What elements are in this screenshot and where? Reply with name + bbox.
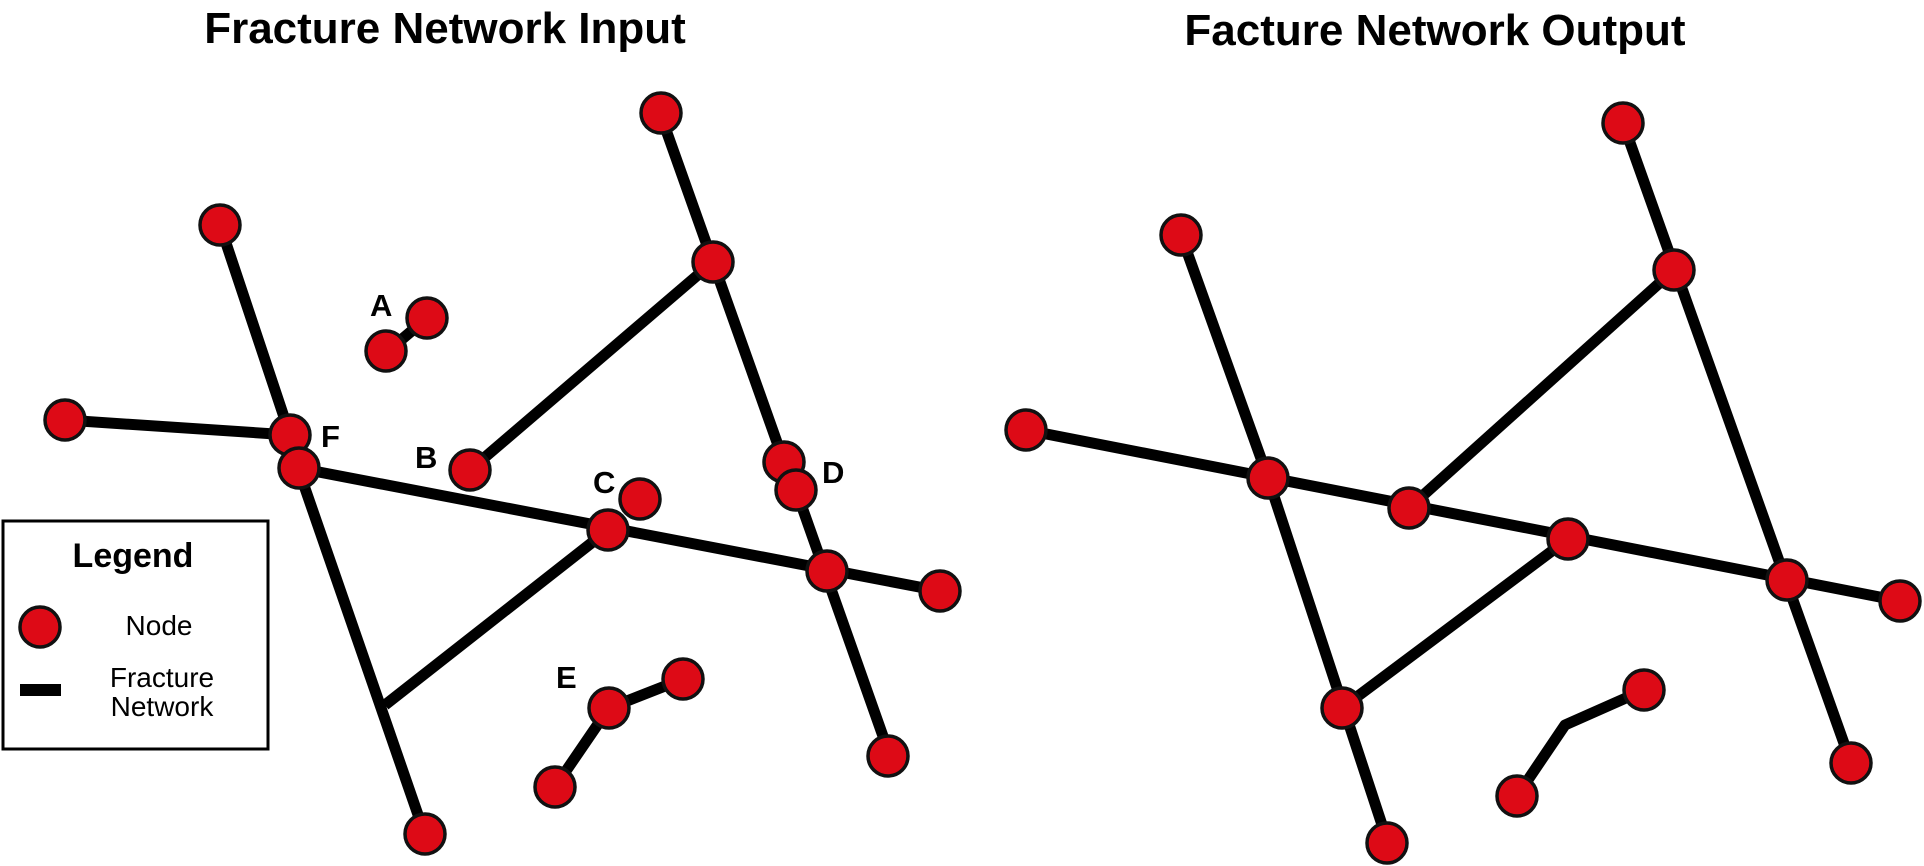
node <box>587 686 631 730</box>
node <box>586 508 630 552</box>
label-e: E <box>556 660 577 695</box>
label-f: F <box>321 419 340 454</box>
legend-node-label: Node <box>126 610 193 641</box>
node <box>1004 408 1048 452</box>
node <box>661 657 705 701</box>
node <box>448 448 492 492</box>
input-edge <box>466 257 717 475</box>
output-edge <box>1262 476 1394 845</box>
label-b: B <box>415 440 437 475</box>
node <box>1387 486 1431 530</box>
node <box>1829 741 1873 785</box>
node <box>198 203 242 247</box>
output-edge <box>1338 534 1572 713</box>
node <box>1159 213 1203 257</box>
input-edge <box>292 466 431 837</box>
node <box>618 477 662 521</box>
node <box>1320 686 1364 730</box>
node <box>1652 248 1696 292</box>
input-edge <box>381 525 612 710</box>
legend-fracture-label-line2: Network <box>111 691 215 722</box>
input-edge <box>214 223 296 437</box>
input-title: Fracture Network Input <box>204 4 686 53</box>
input-edge <box>654 111 790 464</box>
output-edge <box>1024 424 1902 607</box>
node <box>405 296 449 340</box>
node <box>1495 774 1539 818</box>
output-edge <box>1405 265 1678 513</box>
node <box>1601 101 1645 145</box>
label-d: D <box>822 455 844 490</box>
output-edge <box>1175 233 1274 480</box>
node <box>639 91 683 135</box>
label-a: A <box>370 288 392 323</box>
legend-fracture-label-line1: Fracture <box>110 662 214 693</box>
node <box>364 329 408 373</box>
input-edge <box>790 488 896 758</box>
input-network-nodes <box>43 91 962 856</box>
node <box>774 468 818 512</box>
node <box>1365 821 1409 865</box>
node <box>1546 517 1590 561</box>
node <box>691 240 735 284</box>
input-edge <box>64 414 291 441</box>
legend-node-icon <box>18 605 62 649</box>
output-edge <box>1512 684 1647 800</box>
output-edge <box>1617 121 1857 765</box>
output-network-nodes <box>1004 101 1922 865</box>
legend-title: Legend <box>73 537 194 575</box>
label-c: C <box>593 465 615 500</box>
node <box>1622 668 1666 712</box>
output-network-edges <box>1024 121 1902 845</box>
node <box>533 765 577 809</box>
node <box>1246 456 1290 500</box>
node <box>805 549 849 593</box>
node <box>1878 579 1922 623</box>
node <box>277 446 321 490</box>
node <box>1765 558 1809 602</box>
node <box>918 569 962 613</box>
legend: Legend Node Fracture Network <box>1 519 270 751</box>
node <box>403 812 447 856</box>
node <box>866 734 910 778</box>
output-title: Facture Network Output <box>1184 6 1685 55</box>
node <box>43 398 87 442</box>
